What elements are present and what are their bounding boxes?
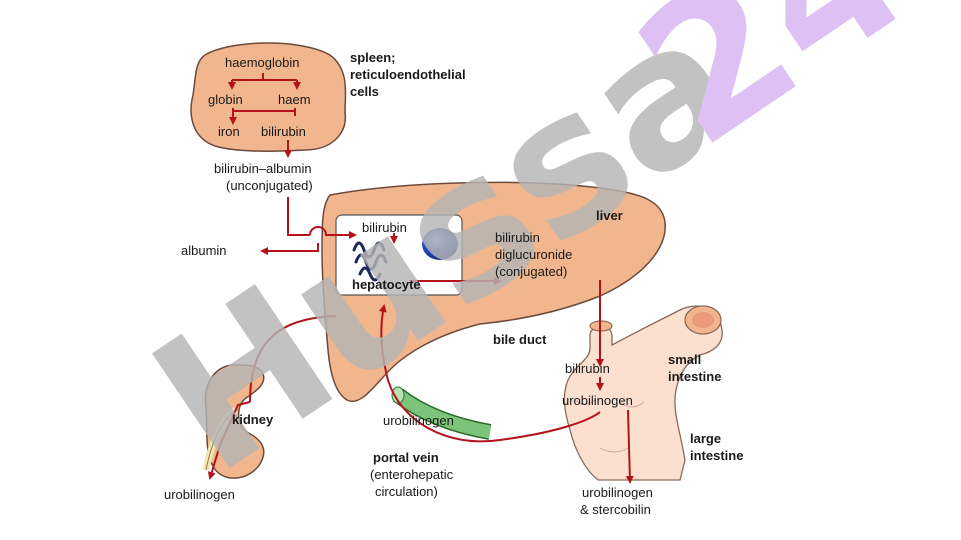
portal-vein-tube: [391, 386, 492, 440]
enterohepatic-label: (enterohepatic: [370, 467, 454, 482]
bile-duct-label: bile duct: [493, 332, 547, 347]
unconjugated-label: (unconjugated): [226, 178, 313, 193]
fecal-urobilinogen-label: urobilinogen: [582, 485, 653, 500]
endoplasmic-reticulum-icon: [352, 241, 388, 282]
conjugated-line3: (conjugated): [495, 264, 567, 279]
nucleus-icon: [422, 228, 458, 260]
intestine-urobilinogen-label: urobilinogen: [562, 393, 633, 408]
stercobilin-label: & stercobilin: [580, 502, 651, 517]
large-intestine-line1: large: [690, 431, 721, 446]
small-intestine-line1: small: [668, 352, 701, 367]
bilirubin-albumin-label: bilirubin–albumin: [214, 161, 312, 176]
kidney-label: kidney: [232, 412, 274, 427]
haemoglobin-label: haemoglobin: [225, 55, 299, 70]
conjugated-line1: bilirubin: [495, 230, 540, 245]
spleen-title-line2: reticuloendothelial: [350, 67, 466, 82]
portal-vein-label: portal vein: [373, 450, 439, 465]
haem-label: haem: [278, 92, 311, 107]
kidney-urobilinogen-label: urobilinogen: [164, 487, 235, 502]
conjugated-line2: diglucuronide: [495, 247, 572, 262]
flow-arrows: [207, 73, 634, 484]
intestine-shape: [563, 305, 723, 481]
spleen-title-line1: spleen;: [350, 50, 396, 65]
spleen-bilirubin-label: bilirubin: [261, 124, 306, 139]
small-intestine-line2: intestine: [668, 369, 721, 384]
kidney-shape: [204, 364, 265, 479]
globin-label: globin: [208, 92, 243, 107]
liver-label: liver: [596, 208, 623, 223]
hepatocyte-label: hepatocyte: [352, 277, 421, 292]
intestine-bilirubin-label: bilirubin: [565, 361, 610, 376]
hepatocyte-bilirubin-label: bilirubin: [362, 220, 407, 235]
albumin-label: albumin: [181, 243, 227, 258]
portal-urobilinogen-label: urobilinogen: [383, 413, 454, 428]
spleen-title-line3: cells: [350, 84, 379, 99]
circulation-label: circulation): [375, 484, 438, 499]
large-intestine-line2: intestine: [690, 448, 743, 463]
iron-label: iron: [218, 124, 240, 139]
